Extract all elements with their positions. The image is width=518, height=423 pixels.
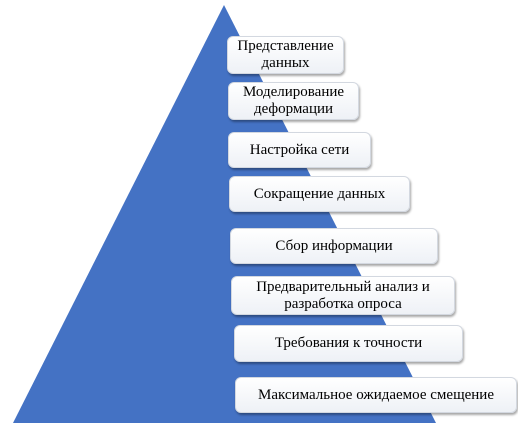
level-box-information-gathering: Сбор информации [230,228,438,264]
level-box-network-setup: Настройка сети [228,132,371,168]
level-box-data-reduction: Сокращение данных [229,176,410,212]
level-box-max-expected-displacement: Максимальное ожидаемое смещение [235,377,517,413]
level-box-preliminary-analysis: Предварительный анализ и разработка опро… [231,276,455,315]
level-box-deformation-modeling: Моделирование деформации [228,82,359,120]
level-box-accuracy-requirements: Требования к точности [234,325,463,362]
pyramid-triangle [13,5,436,423]
level-box-data-presentation: Представление данных [227,36,344,74]
